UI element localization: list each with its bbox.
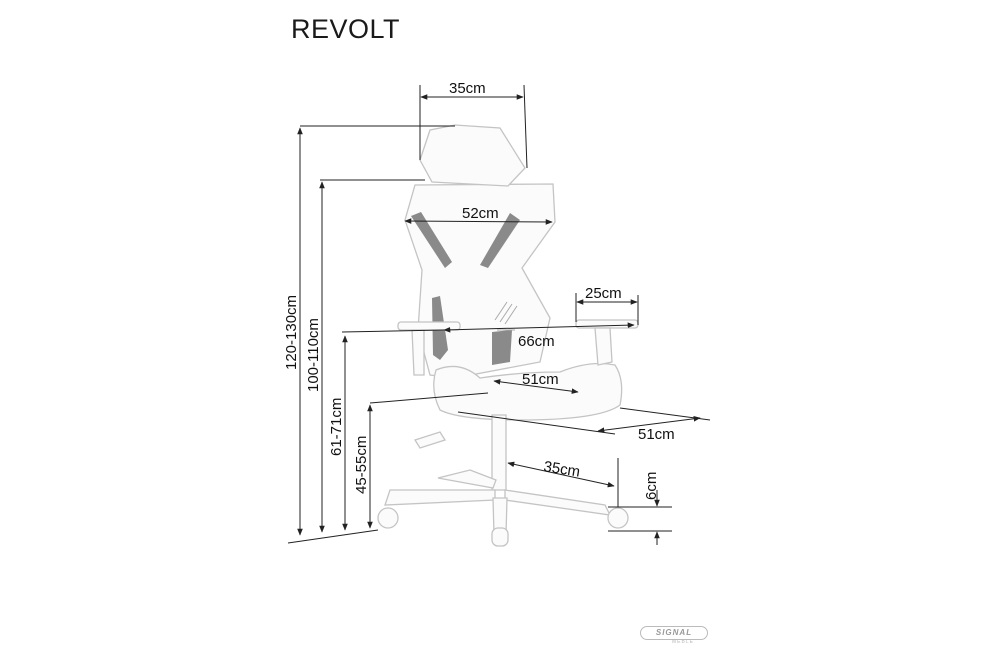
mesh-strip-right	[480, 213, 520, 268]
base-leg-left	[384, 489, 496, 506]
product-title: REVOLT	[291, 14, 401, 44]
armrest-right-support	[594, 327, 613, 366]
armrest-depth-label: 25cm	[585, 285, 622, 302]
base-radius-label: 35cm	[542, 458, 581, 481]
wheel-height-label: 6cm	[643, 472, 660, 500]
armrest-right	[575, 319, 639, 329]
signal-logo: SIGNAL	[640, 626, 708, 640]
backrest-width-label: 52cm	[462, 205, 499, 222]
seat-height-label: 45-55cm	[353, 436, 370, 494]
backrest-top-height-label: 100-110cm	[305, 318, 322, 392]
seat-depth-label: 51cm	[638, 426, 675, 443]
armrest-span-label: 66cm	[518, 333, 555, 350]
base-leg-back-left	[437, 469, 497, 489]
seat-width-label: 51cm	[522, 371, 559, 388]
dimension-lines	[287, 84, 711, 545]
total-height-label: 120-130cm	[283, 295, 300, 370]
base-leg-right	[504, 489, 612, 516]
armrest-left	[397, 321, 461, 331]
wheel-right	[607, 507, 629, 529]
chair-headrest	[419, 124, 526, 187]
mesh-patch-center	[492, 330, 512, 365]
headrest-width-label: 35cm	[449, 80, 486, 97]
armrest-height-label: 61-71cm	[328, 398, 345, 456]
chair-lever	[414, 431, 446, 449]
wheel-left	[377, 507, 399, 529]
armrest-left-support	[411, 329, 425, 376]
wheel-front	[491, 527, 509, 547]
mesh-strip-left	[411, 212, 452, 268]
signal-logo-sub: MEBLE	[672, 639, 694, 645]
